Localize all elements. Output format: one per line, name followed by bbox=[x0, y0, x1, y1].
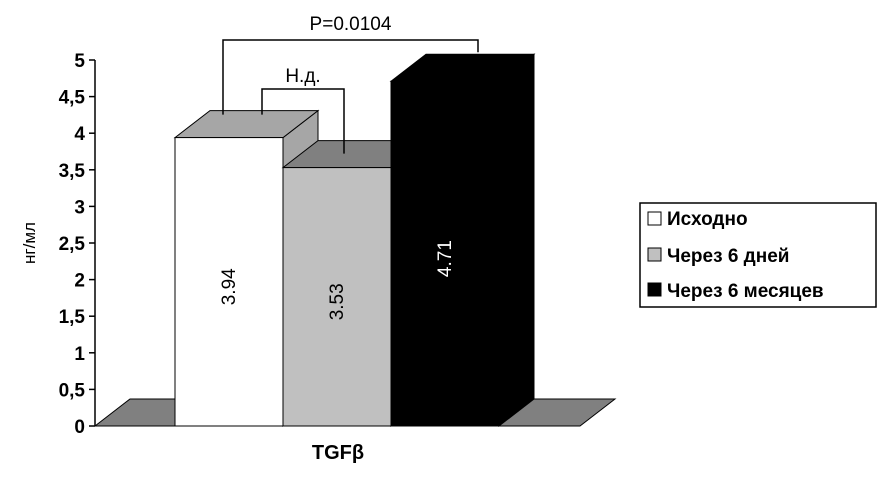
data-labels: 3.94 3.53 4.71 bbox=[219, 240, 456, 320]
legend: Исходно Через 6 дней Через 6 месяцев bbox=[639, 202, 877, 308]
y-tick-label: 0,5 bbox=[59, 380, 86, 401]
bar-side-face bbox=[498, 53, 535, 428]
bars bbox=[173, 53, 536, 428]
y-tick-label: 4 bbox=[74, 124, 85, 145]
y-tick-label: 1 bbox=[74, 344, 85, 365]
data-label: 4.71 bbox=[435, 240, 456, 277]
annotation-p-value: P=0.0104 bbox=[310, 14, 392, 35]
data-label: 3.53 bbox=[327, 283, 348, 320]
legend-swatch-6-months bbox=[647, 282, 662, 297]
bar-front-face bbox=[174, 137, 284, 427]
legend-label-6-months: Через 6 месяцев bbox=[667, 281, 824, 302]
legend-box bbox=[639, 202, 877, 308]
y-tick-label: 3,5 bbox=[59, 161, 86, 182]
y-axis-label: нг/мл bbox=[20, 222, 39, 264]
legend-label-ishodno: Исходно bbox=[667, 209, 748, 230]
bar-front-face bbox=[390, 80, 500, 427]
y-tick-label: 5 bbox=[74, 51, 85, 72]
y-tick-label: 4,5 bbox=[59, 88, 86, 109]
legend-label-6-days: Через 6 дней bbox=[667, 246, 789, 267]
data-label: 3.94 bbox=[219, 268, 240, 305]
y-tick-label: 2,5 bbox=[59, 234, 86, 255]
y-tick-label: 2 bbox=[74, 271, 85, 292]
bar-front-face bbox=[282, 167, 392, 427]
bracket-nd bbox=[261, 88, 345, 154]
y-tick-label: 0 bbox=[74, 417, 85, 438]
legend-swatch-6-days bbox=[647, 247, 662, 262]
y-tick-label: 3 bbox=[74, 197, 85, 218]
y-tick-label: 1,5 bbox=[59, 307, 86, 328]
bracket-p bbox=[222, 39, 479, 115]
annotation-nd: Н.д. bbox=[285, 66, 320, 87]
y-axis: 0 0,5 1 1,5 2 2,5 3 3,5 4 4,5 5 bbox=[59, 51, 96, 438]
bar-2 bbox=[389, 53, 536, 428]
category-label: TGFβ bbox=[312, 442, 364, 464]
legend-swatch-ishodno bbox=[647, 211, 662, 226]
